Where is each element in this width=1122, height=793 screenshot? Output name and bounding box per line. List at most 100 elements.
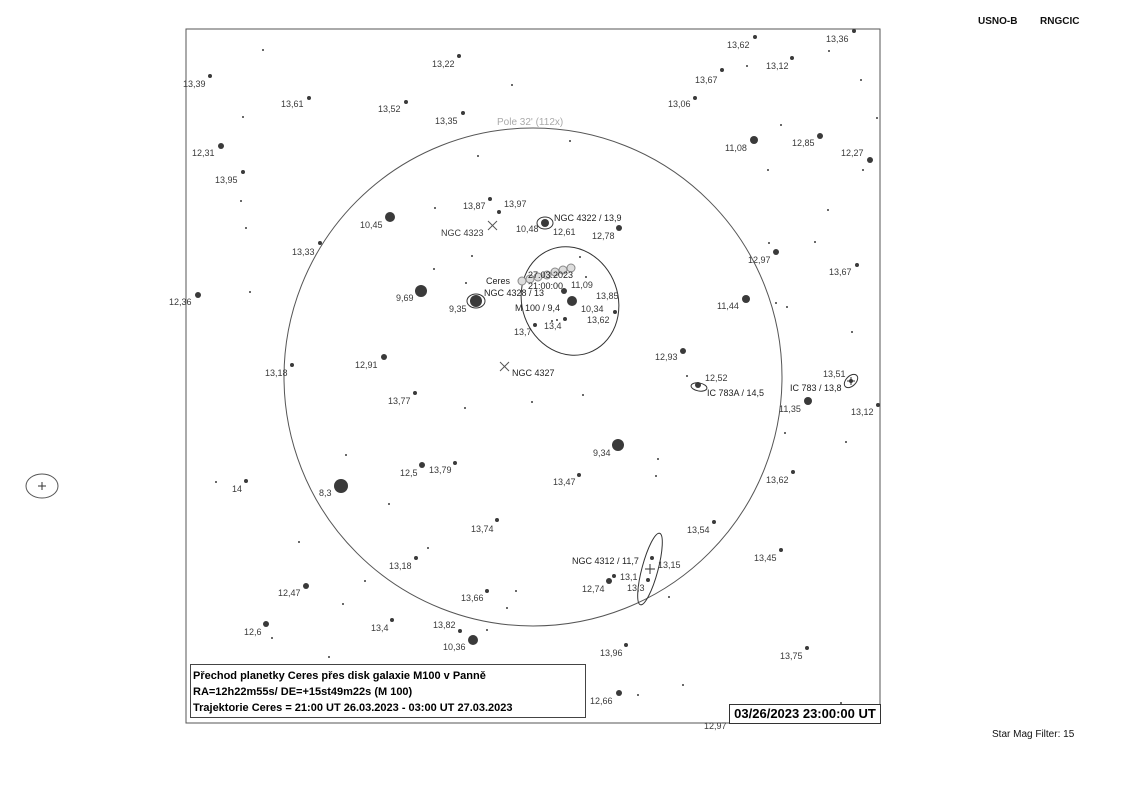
ellipse-icon — [520, 246, 620, 356]
star-label: 13,87 — [463, 201, 486, 211]
star — [488, 197, 492, 201]
star-label: 8,3 — [319, 488, 332, 498]
faint-stars — [215, 49, 878, 704]
faint-star — [814, 241, 816, 243]
crosshair-icon[interactable] — [25, 473, 59, 499]
faint-star — [271, 637, 273, 639]
faint-star — [551, 320, 553, 322]
star — [453, 461, 457, 465]
galaxy-ngc-4322[interactable]: NGC 4322 / 13,9 — [536, 213, 622, 230]
star-label: 13,47 — [553, 477, 576, 487]
star-label: 10,34 — [581, 304, 604, 314]
star-label: 10,48 — [516, 224, 539, 234]
star-label: 13,77 — [388, 396, 411, 406]
faint-star — [342, 603, 344, 605]
star-label: 12,31 — [192, 148, 215, 158]
star — [646, 578, 650, 582]
star-label: 13,97 — [504, 199, 527, 209]
star-label: 13,62 — [587, 315, 610, 325]
info-coordinates: RA=12h22m55s/ DE=+15st49m22s (M 100) — [193, 686, 413, 698]
faint-star — [876, 117, 878, 119]
ceres-label: Ceres — [486, 276, 511, 286]
faint-star — [655, 475, 657, 477]
chart-frame — [185, 28, 881, 724]
star — [334, 479, 348, 493]
star-label: 12,74 — [582, 584, 605, 594]
object-ngc-4323[interactable] — [487, 220, 498, 231]
star-label: 10,36 — [443, 642, 466, 652]
field-of-view-circle — [283, 127, 783, 627]
ceres-position — [533, 272, 543, 282]
star — [742, 295, 750, 303]
ceres-start-date: 27.03.2023 — [528, 270, 573, 280]
star — [404, 100, 408, 104]
star-label: 13,45 — [754, 553, 777, 563]
star — [458, 629, 462, 633]
star — [616, 225, 622, 231]
star-label: 13,7 — [514, 327, 532, 337]
star — [414, 556, 418, 560]
star — [804, 397, 812, 405]
faint-star — [668, 596, 670, 598]
star-label: 9,34 — [593, 448, 611, 458]
star — [533, 323, 537, 327]
star-label: 13,15 — [658, 560, 681, 570]
star — [750, 136, 758, 144]
faint-star — [477, 155, 479, 157]
faint-star — [471, 255, 473, 257]
star — [470, 295, 482, 307]
star — [415, 285, 427, 297]
star-label: 13,67 — [695, 75, 718, 85]
star-label: 12,91 — [355, 360, 378, 370]
faint-star — [860, 79, 862, 81]
star-label: 13,33 — [292, 247, 315, 257]
galaxy-ic-783[interactable]: IC 783 / 13,8 — [790, 372, 860, 393]
star — [613, 310, 617, 314]
object-ngc-4327[interactable]: NGC 4327 — [499, 361, 555, 378]
star — [390, 618, 394, 622]
ellipse-icon — [843, 373, 859, 389]
star-label: 12,93 — [655, 352, 678, 362]
galaxy-ngc-4312[interactable]: NGC 4312 / 11,7 — [572, 531, 667, 607]
star — [680, 348, 686, 354]
galaxy-ngc-4328[interactable]: NGC 4328 / 13 — [466, 288, 544, 309]
ceres-trajectory[interactable] — [517, 263, 576, 286]
info-title: Přechod planetky Ceres přes disk galaxie… — [193, 670, 486, 682]
galaxy-label: M 100 / 9,4 — [515, 303, 560, 313]
star — [485, 589, 489, 593]
star — [263, 621, 269, 627]
star-label: 13,22 — [432, 59, 455, 69]
mag-filter-label: Star Mag Filter: 15 — [992, 729, 1075, 740]
star — [855, 263, 859, 267]
faint-star — [784, 432, 786, 434]
galaxy-ngc-4321[interactable]: M 100 / 9,4 — [506, 233, 634, 369]
star-label: 13,79 — [429, 465, 452, 475]
star — [241, 170, 245, 174]
star-label: NGC 4323 — [441, 228, 484, 238]
star-label: 13,36 — [826, 34, 849, 44]
star-label: 13,96 — [600, 648, 623, 658]
faint-star — [215, 481, 217, 483]
star-label: 13,75 — [780, 651, 803, 661]
x-mark-icon — [487, 220, 498, 231]
faint-star — [465, 282, 467, 284]
faint-star — [511, 84, 513, 86]
star-label: 12,78 — [592, 231, 615, 241]
faint-star — [240, 200, 242, 202]
galaxy-label: IC 783 / 13,8 — [790, 383, 842, 393]
star — [790, 56, 794, 60]
galaxy-ic-783a[interactable]: IC 783A / 14,5 — [690, 382, 764, 398]
star — [791, 470, 795, 474]
ellipse-icon — [690, 382, 708, 392]
star-label: 9,69 — [396, 293, 414, 303]
star-label: 13,1 — [620, 572, 638, 582]
star-label: 12,85 — [792, 138, 815, 148]
star-label: 13,18 — [389, 561, 412, 571]
star — [712, 520, 716, 524]
star-label: 13,51 — [823, 369, 846, 379]
faint-star — [298, 541, 300, 543]
star-label: 9,35 — [449, 304, 467, 314]
faint-star — [531, 401, 533, 403]
star — [852, 29, 856, 33]
star-label: 13,35 — [435, 116, 458, 126]
